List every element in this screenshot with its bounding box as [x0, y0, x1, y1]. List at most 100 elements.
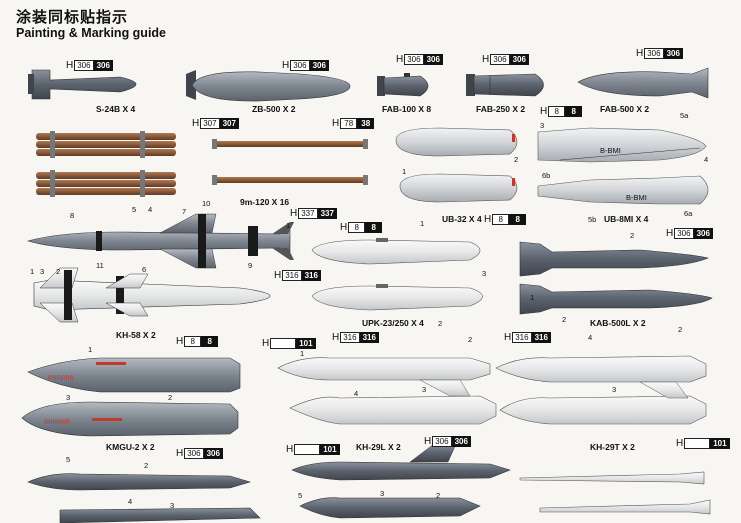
- callout: 3: [380, 489, 384, 498]
- bottom-missile-left: [27, 473, 261, 523]
- callout: 5b: [588, 215, 596, 224]
- callout: 1: [300, 349, 304, 358]
- ub32-pod: [395, 127, 518, 203]
- callout: 3: [540, 121, 544, 130]
- label-kh29t: KH-29T X 2: [590, 442, 635, 452]
- callout: 2: [438, 319, 442, 328]
- rod-9m120: [212, 139, 368, 185]
- label-fab100: FAB-100 X 8: [382, 104, 432, 114]
- callout: 3: [482, 269, 486, 278]
- title-english: Painting & Marking guide: [16, 26, 167, 40]
- label-9m120: 9m-120 X 16: [240, 197, 290, 207]
- callout: 1: [402, 167, 406, 176]
- bottom-missile-center: [291, 443, 511, 519]
- fab100-bomb: [377, 73, 429, 97]
- callout: 5a: [680, 111, 689, 120]
- kab500l-bomb: [519, 241, 713, 315]
- stencil-red-1: RRRRRR: [48, 376, 75, 382]
- callout: 6b: [542, 171, 550, 180]
- stencil-red-2: RRRRRR: [44, 420, 71, 426]
- callout: 4: [148, 205, 152, 214]
- callout: 4: [704, 155, 708, 164]
- label-s24b: S-24B X 4: [96, 104, 136, 114]
- callout: 1: [286, 221, 290, 230]
- label-ub8mi: UB-8MI X 4: [604, 214, 649, 224]
- title-chinese: 涂装同标贴指示: [16, 8, 129, 26]
- fab500-bomb: [577, 67, 709, 99]
- callout: 2: [514, 155, 518, 164]
- kh58-missile-2: [33, 267, 271, 323]
- kh58-missile-1: [26, 213, 294, 269]
- kmgu2-container: [21, 357, 241, 437]
- callout: 6: [142, 265, 146, 274]
- ub8mi-pod: [537, 127, 709, 205]
- label-kh58: KH-58 X 2: [116, 330, 156, 340]
- zb500-tank: [186, 70, 351, 102]
- callout: 3: [40, 267, 44, 276]
- callout: 2: [144, 461, 148, 470]
- callout: 1: [530, 293, 534, 302]
- callout: 3: [422, 385, 426, 394]
- callout: 3: [612, 385, 616, 394]
- upk-pod: [311, 238, 483, 311]
- stencil-bbmi-2: B-BMI: [626, 193, 647, 202]
- callout: 2: [436, 491, 440, 500]
- bottom-missile-right: [519, 471, 711, 515]
- label-kh29l: KH-29L X 2: [356, 442, 401, 452]
- callout: 4: [128, 497, 132, 506]
- callout: 3: [170, 501, 174, 510]
- callout: 1: [30, 267, 34, 276]
- fab250-bomb: [466, 73, 544, 97]
- callout: 11: [96, 261, 104, 270]
- callout: 4: [588, 333, 592, 342]
- callout: 5: [66, 455, 70, 464]
- label-ub32: UB-32 X 4: [442, 214, 482, 224]
- callout: 2: [678, 325, 682, 334]
- callout: 5: [298, 491, 302, 500]
- label-fab250: FAB-250 X 2: [476, 104, 526, 114]
- s24b-rocket: [28, 69, 137, 100]
- kh29t-missile: [495, 355, 707, 425]
- callout: 1: [88, 345, 92, 354]
- callout: 9: [248, 261, 252, 270]
- callout: 1: [420, 219, 424, 228]
- callout: 8: [70, 211, 74, 220]
- callout: 5: [132, 205, 136, 214]
- callout: 6a: [684, 209, 693, 218]
- callout: 2: [56, 267, 60, 276]
- callout: 2: [562, 315, 566, 324]
- rod-bundle-2: [36, 170, 176, 197]
- label-upk: UPK-23/250 X 4: [362, 318, 424, 328]
- callout: 2: [468, 335, 472, 344]
- label-fab500: FAB-500 X 2: [600, 104, 650, 114]
- callout-numbers: 1 2 3 5a 6b 4 6a 5b 8 5 4 7 10 1 6 11 9 …: [30, 111, 708, 510]
- kh29l-missile: [277, 357, 497, 425]
- callout: 2: [630, 231, 634, 240]
- label-zb500: ZB-500 X 2: [252, 104, 296, 114]
- stencil-bbmi-1: B-BMI: [600, 146, 621, 155]
- callout: 2: [168, 393, 172, 402]
- label-kmgu2: KMGU-2 X 2: [106, 442, 155, 452]
